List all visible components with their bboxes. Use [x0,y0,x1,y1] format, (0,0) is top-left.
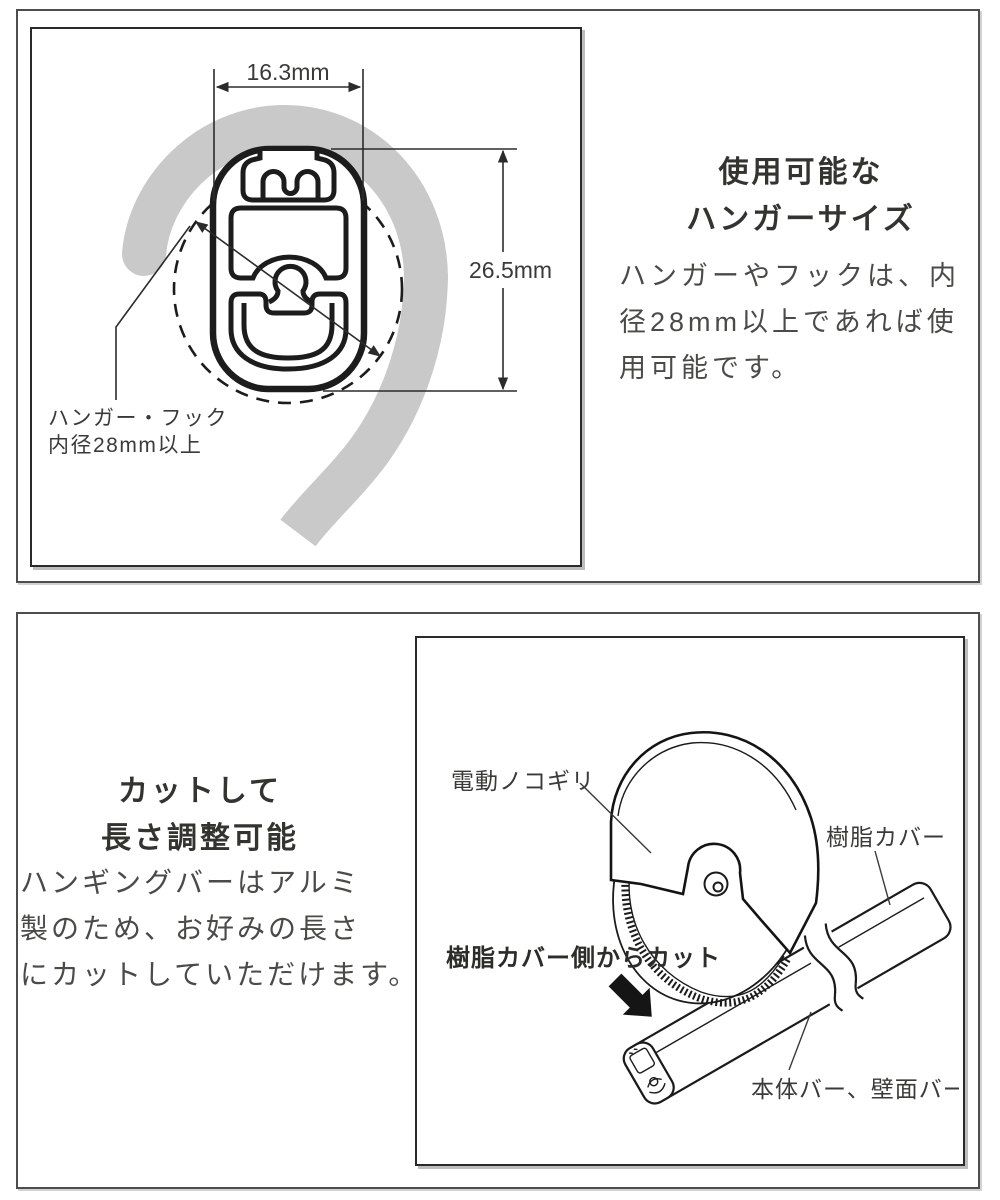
cut-heading-line1: カットして [117,775,283,808]
hanger-heading-line2: ハンガーサイズ [686,203,916,236]
hanger-heading-line1: 使用可能な [718,156,884,189]
bar-break-squiggle [799,922,864,1016]
label-electric-saw: 電動ノコギリ [451,768,595,794]
width-dimension-label: 16.3mm [246,59,329,85]
hanger-diagram-box: 16.3mm 26.5mm ハンガー・フック 内径28mm以上 [30,27,582,567]
cut-direction-arrow [608,973,652,1017]
height-dimension [323,148,517,392]
height-dimension-label: 26.5mm [469,257,552,283]
saw-guard [609,730,820,956]
blade-edge [628,863,785,998]
label-cut-from-cover-side: 樹脂カバー側からカット [446,945,721,972]
cut-heading: カットして 長さ調整可能 [28,768,372,862]
hanger-body-text: ハンガーやフックは、内 径28mm以上であれば使 用可能です。 [619,253,995,391]
cut-body-text: ハンギングバーはアルミ 製のため、お好みの長さ にカットしていただけます。 [20,860,434,998]
hook-note-line2: 内径28mm以上 [48,434,202,457]
label-body-and-wall-bar: 本体バー、壁面バー [751,1076,959,1102]
hook-note-line1: ハンガー・フック [48,407,228,430]
width-dimension [213,69,364,201]
hanging-bar [622,881,952,1105]
note-leader-line [115,225,191,400]
cut-body-line3: にカットしていただけます。 [20,959,420,990]
cut-body-line2: 製のため、お好みの長さ [20,913,362,944]
cut-heading-line2: 長さ調整可能 [101,822,299,855]
cut-diagram-box: 電動ノコギリ 樹脂カバー 樹脂カバー側からカット 本体バー、壁面バー [415,636,966,1166]
cut-to-length-panel: カットして 長さ調整可能 ハンギングバーはアルミ 製のため、お好みの長さ にカッ… [16,612,980,1189]
hanger-body-line3: 用可能です。 [619,353,803,383]
bar-end-face [622,1041,675,1105]
diameter-arrow [194,221,382,357]
label-resin-cover: 樹脂カバー [826,824,946,850]
hanger-heading: 使用可能な ハンガーサイズ [618,149,984,243]
bar-cross-section-diagram: 16.3mm 26.5mm ハンガー・フック 内径28mm以上 [48,59,552,547]
hanger-size-panel: 16.3mm 26.5mm ハンガー・フック 内径28mm以上 使用可能な ハン… [16,9,980,583]
hanger-hook-shape [122,105,448,547]
blade-teeth [621,861,792,1007]
saw-cutting-diagram: 電動ノコギリ 樹脂カバー 樹脂カバー側からカット 本体バー、壁面バー [446,730,966,1105]
hanger-body-line1: ハンガーやフックは、内 [619,261,960,291]
bar-profile [209,145,368,393]
leader-lines [579,782,891,1071]
hanger-body-line2: 径28mm以上であれば使 [619,307,958,337]
cut-body-line1: ハンギングバーはアルミ [20,867,361,898]
